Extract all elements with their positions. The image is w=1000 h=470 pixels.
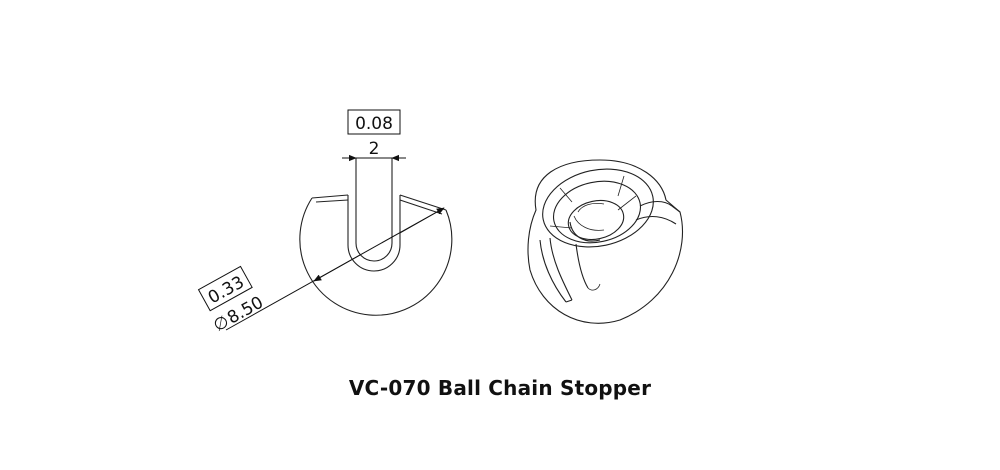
diameter-dimension: 0.33 ∅ 8.50	[197, 207, 445, 336]
diameter-in-box	[197, 265, 253, 312]
isometric-view	[527, 159, 684, 324]
slot-outline	[347, 195, 401, 272]
slot-width-in-label: 0.08	[355, 114, 393, 134]
front-view-outline	[299, 197, 453, 316]
drawing-caption: VC-070 Ball Chain Stopper	[348, 376, 652, 400]
slot-width-dimension: 2 0.08	[342, 109, 406, 162]
isometric-outline	[527, 159, 684, 324]
slot-width-mm-label: 2	[369, 139, 380, 159]
front-view	[299, 158, 453, 316]
slot-width-in-box	[347, 109, 401, 135]
